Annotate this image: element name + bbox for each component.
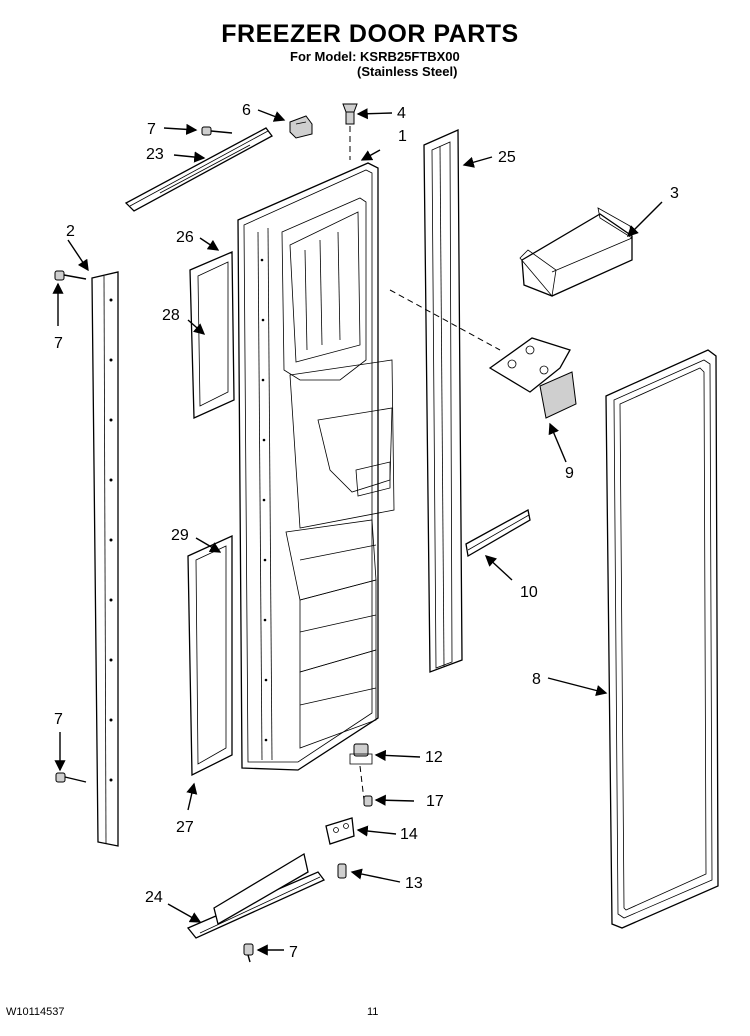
part-27-lower-liner-trim (187, 534, 233, 777)
page-number: 11 (367, 1006, 379, 1018)
callout-4: 4 (397, 105, 406, 122)
callout-10: 10 (520, 584, 538, 601)
part-7-screw-bottom (243, 943, 254, 963)
callout-9: 9 (565, 465, 574, 482)
part-2-side-trim (91, 271, 119, 847)
callout-labels: 1 2 3 4 6 7 7 7 7 8 9 10 12 13 14 17 23 … (54, 102, 679, 961)
part-12-hinge (349, 743, 373, 801)
part-25-edge-trim (423, 129, 463, 673)
part-4-hinge-pin (342, 103, 358, 160)
callout-25: 25 (498, 149, 516, 166)
part-13-screw (337, 863, 347, 879)
part-7-screw-upper-left (54, 270, 87, 281)
part-3-door-bin (519, 207, 633, 297)
callout-3: 3 (670, 185, 679, 202)
model-line: For Model: KSRB25FTBX00 (290, 49, 460, 64)
part-1-door-panel (237, 162, 395, 771)
part-9-bracket (488, 337, 577, 419)
document-number: W10114537 (6, 1006, 65, 1018)
part-8-door-gasket (605, 349, 719, 929)
leader-lines (52, 108, 663, 956)
part-14-hinge-plate (325, 817, 355, 845)
callout-7-upper-left: 7 (54, 335, 63, 352)
callout-7-bottom: 7 (289, 944, 298, 961)
part-7-screw-lower-left (55, 772, 87, 783)
callout-13: 13 (405, 875, 423, 892)
callout-26: 26 (176, 229, 194, 246)
callout-23: 23 (146, 146, 164, 163)
callout-17: 17 (426, 793, 444, 810)
callout-7-lower-left: 7 (54, 711, 63, 728)
callout-12: 12 (425, 749, 443, 766)
callout-2: 2 (66, 223, 75, 240)
callout-7-top: 7 (147, 121, 156, 138)
part-10-trim-piece (465, 509, 531, 558)
page-title: FREEZER DOOR PARTS (221, 20, 519, 48)
callout-14: 14 (400, 826, 418, 843)
part-23-top-trim (124, 127, 273, 212)
part-24-bottom-trim (186, 852, 326, 939)
part-7-screw-top (201, 126, 233, 136)
part-28-upper-liner-trim (189, 251, 235, 419)
finish-line: (Stainless Steel) (357, 64, 458, 79)
callout-29: 29 (171, 527, 189, 544)
part-6-clip (289, 115, 313, 139)
part-17-screw (363, 795, 373, 807)
callout-6: 6 (242, 102, 251, 119)
leader-9-dashed (389, 289, 501, 351)
callout-24: 24 (145, 889, 163, 906)
callout-27: 27 (176, 819, 194, 836)
callout-8: 8 (532, 671, 541, 688)
callout-28: 28 (162, 307, 180, 324)
callout-1: 1 (398, 128, 407, 145)
